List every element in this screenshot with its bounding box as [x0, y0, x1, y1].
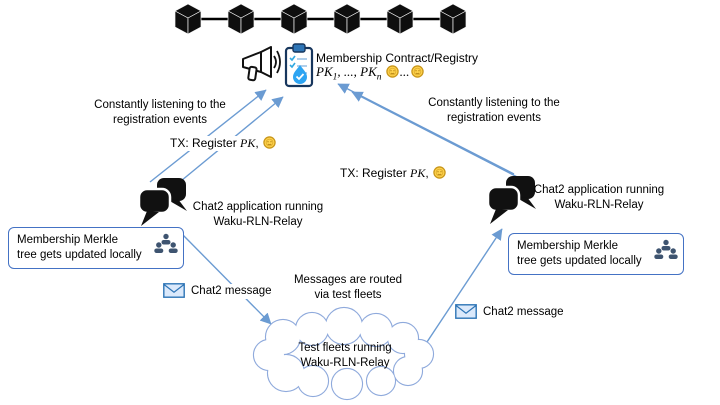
- coin-icon: [386, 65, 399, 78]
- listening-label-right-line1: Constantly listening to the: [426, 96, 562, 111]
- envelope-icon: [163, 283, 185, 303]
- clipboard-checklist-icon: [283, 43, 315, 94]
- chat-message-label-left: Chat2 message: [189, 284, 274, 299]
- pk-symbol: PK: [240, 136, 256, 150]
- people-tree-icon: [154, 232, 178, 259]
- pk-symbol: PK: [360, 64, 377, 79]
- blockchain-cube: [174, 3, 202, 35]
- contract-title: Membership Contract/Registry: [316, 51, 479, 65]
- routing-note: Messages are routed via test fleets: [278, 273, 418, 303]
- listening-label-left: Constantly listening to the registration…: [76, 98, 244, 128]
- cloud-label: Test fleets running Waku-RLN-Relay: [272, 341, 418, 371]
- chat-app-label-left: Chat2 application running Waku-RLN-Relay: [182, 200, 334, 230]
- routing-note-line2: via test fleets: [314, 289, 382, 301]
- chat-message-label-right: Chat2 message: [481, 305, 566, 320]
- tx-prefix: TX: Register: [170, 136, 241, 150]
- listening-label-left-line1: Constantly listening to the: [92, 98, 228, 113]
- blockchain-cube: [439, 3, 467, 35]
- people-tree-icon: [654, 238, 678, 265]
- tx-register-label-right: TX: Register PK,: [338, 166, 450, 181]
- merkle-box-right: Membership Merkle tree gets updated loca…: [508, 233, 684, 275]
- blockchain-cube: [227, 3, 255, 35]
- envelope-icon: [455, 304, 477, 324]
- pk-symbol: PK: [410, 166, 426, 180]
- coin-icon: [410, 65, 424, 78]
- chat-message-arrow-right: [426, 228, 503, 343]
- megaphone-icon: [238, 46, 282, 93]
- blockchain-cube: [386, 3, 414, 35]
- pk-subscript-last: n: [376, 72, 382, 83]
- listening-label-right: Constantly listening to the registration…: [410, 96, 578, 126]
- tx-prefix: TX: Register: [340, 166, 411, 180]
- routing-note-line1: Messages are routed: [293, 274, 403, 286]
- blockchain-cube: [333, 3, 361, 35]
- cloud-label-line2: Waku-RLN-Relay: [300, 357, 390, 369]
- test-fleet-cloud: [252, 306, 435, 401]
- blockchain-cube: [280, 3, 308, 35]
- listening-arrow-right-1: [337, 83, 515, 175]
- chat-message-label-right-text: Chat2 message: [481, 305, 566, 320]
- listening-arrow-right-2: [351, 91, 528, 183]
- merkle-box-right-line1: Membership Merkle: [517, 240, 618, 252]
- tx-register-label-left: TX: Register PK,: [168, 136, 280, 151]
- chat-app-label-left-line2: Waku-RLN-Relay: [213, 216, 303, 228]
- merkle-box-left: Membership Merkle tree gets updated loca…: [8, 227, 184, 269]
- merkle-box-left-line2: tree gets updated locally: [17, 249, 142, 261]
- pk-subscript-first: 1: [332, 72, 338, 83]
- listening-label-right-line2: registration events: [445, 111, 543, 126]
- merkle-box-left-line1: Membership Merkle: [17, 234, 118, 246]
- coin-icon: [433, 166, 446, 179]
- merkle-box-right-line2: tree gets updated locally: [517, 255, 642, 267]
- cloud-label-line1: Test fleets running: [298, 342, 392, 354]
- chat-app-label-right: Chat2 application running Waku-RLN-Relay: [531, 183, 667, 213]
- chat-bubbles-icon: [137, 177, 188, 234]
- chat-message-label-left-text: Chat2 message: [189, 284, 274, 299]
- chat-app-label-left-line1: Chat2 application running: [192, 201, 324, 213]
- tx-suffix: ,: [425, 166, 429, 180]
- tx-suffix: ,: [255, 136, 259, 150]
- coins-ellipsis: ...: [399, 64, 410, 79]
- chat-message-arrow-left: [180, 232, 272, 325]
- blockchain: [174, 3, 467, 35]
- coin-icon: [263, 136, 276, 149]
- listening-label-left-line2: registration events: [111, 113, 209, 128]
- contract-registered-keys: PK1, ..., PKn ...: [316, 64, 425, 86]
- chat-bubbles-icon: [486, 175, 537, 232]
- chat-app-label-right-line1: Chat2 application running: [533, 184, 665, 196]
- pk-symbol: PK: [316, 64, 333, 79]
- pk-separator: , ...,: [337, 64, 361, 79]
- cloud-body: [254, 308, 433, 399]
- chat-app-label-right-line2: Waku-RLN-Relay: [554, 199, 644, 211]
